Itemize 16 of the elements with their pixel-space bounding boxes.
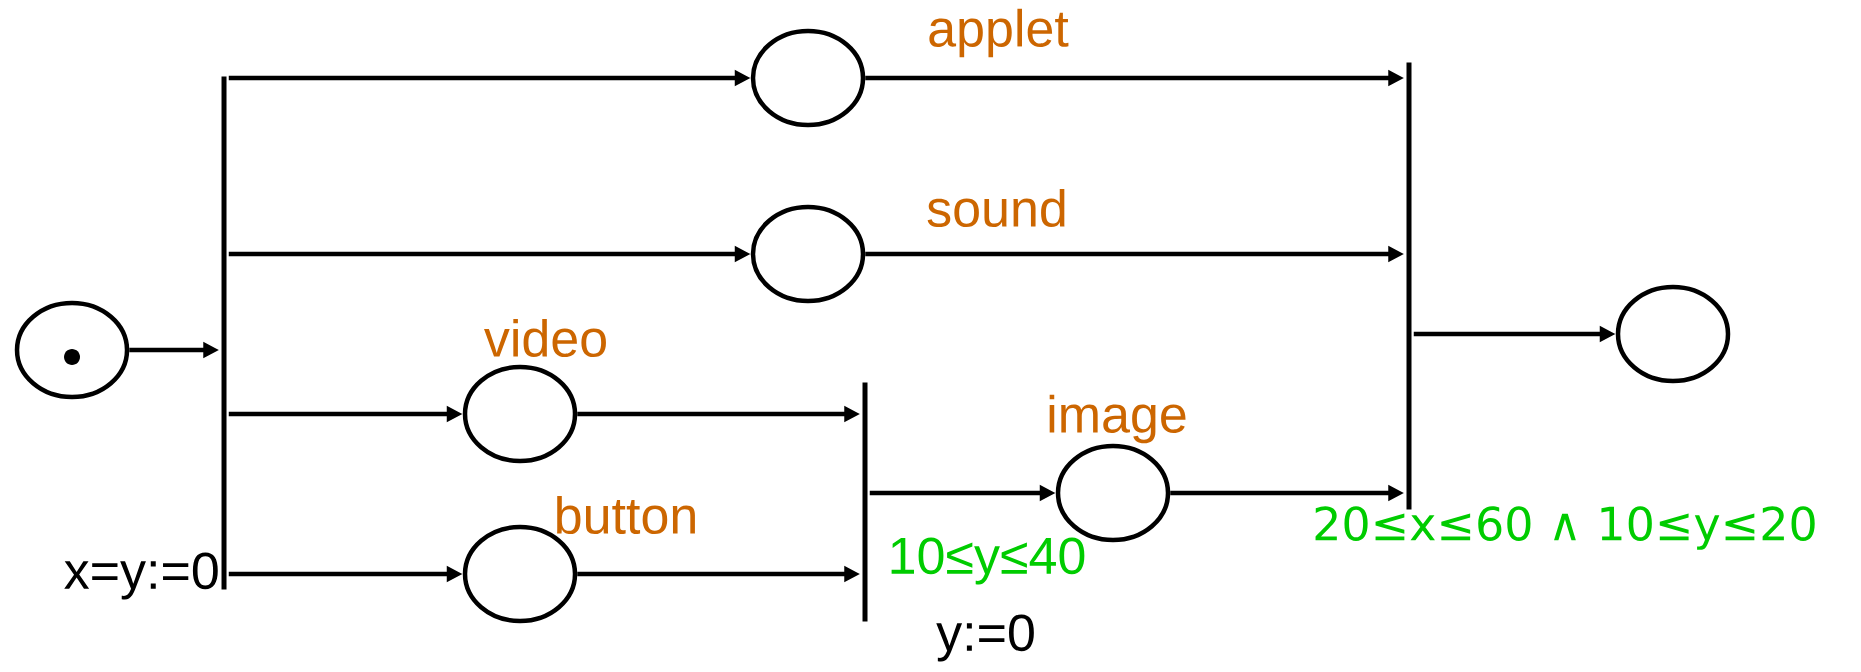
place-with-token [14, 300, 130, 400]
guard-label: y:=0 [936, 614, 1034, 662]
guard-label: 10≤y≤40 [891, 537, 1085, 585]
place-label: video [484, 318, 606, 358]
place-circle [750, 28, 866, 128]
place-circle [750, 204, 866, 304]
place-circle [1615, 284, 1731, 384]
place-label: applet [929, 8, 1069, 58]
transition-bar [221, 76, 227, 590]
guard-label: x=y:=0 [64, 552, 218, 600]
transition-bar [862, 382, 868, 622]
place-label: image [1049, 394, 1186, 444]
place-label: sound [927, 188, 1065, 228]
place-label: button [557, 495, 695, 535]
place-circle [462, 364, 578, 464]
guard-label: 20≤x≤60 ∧ 10≤y≤20 [1315, 506, 1815, 550]
